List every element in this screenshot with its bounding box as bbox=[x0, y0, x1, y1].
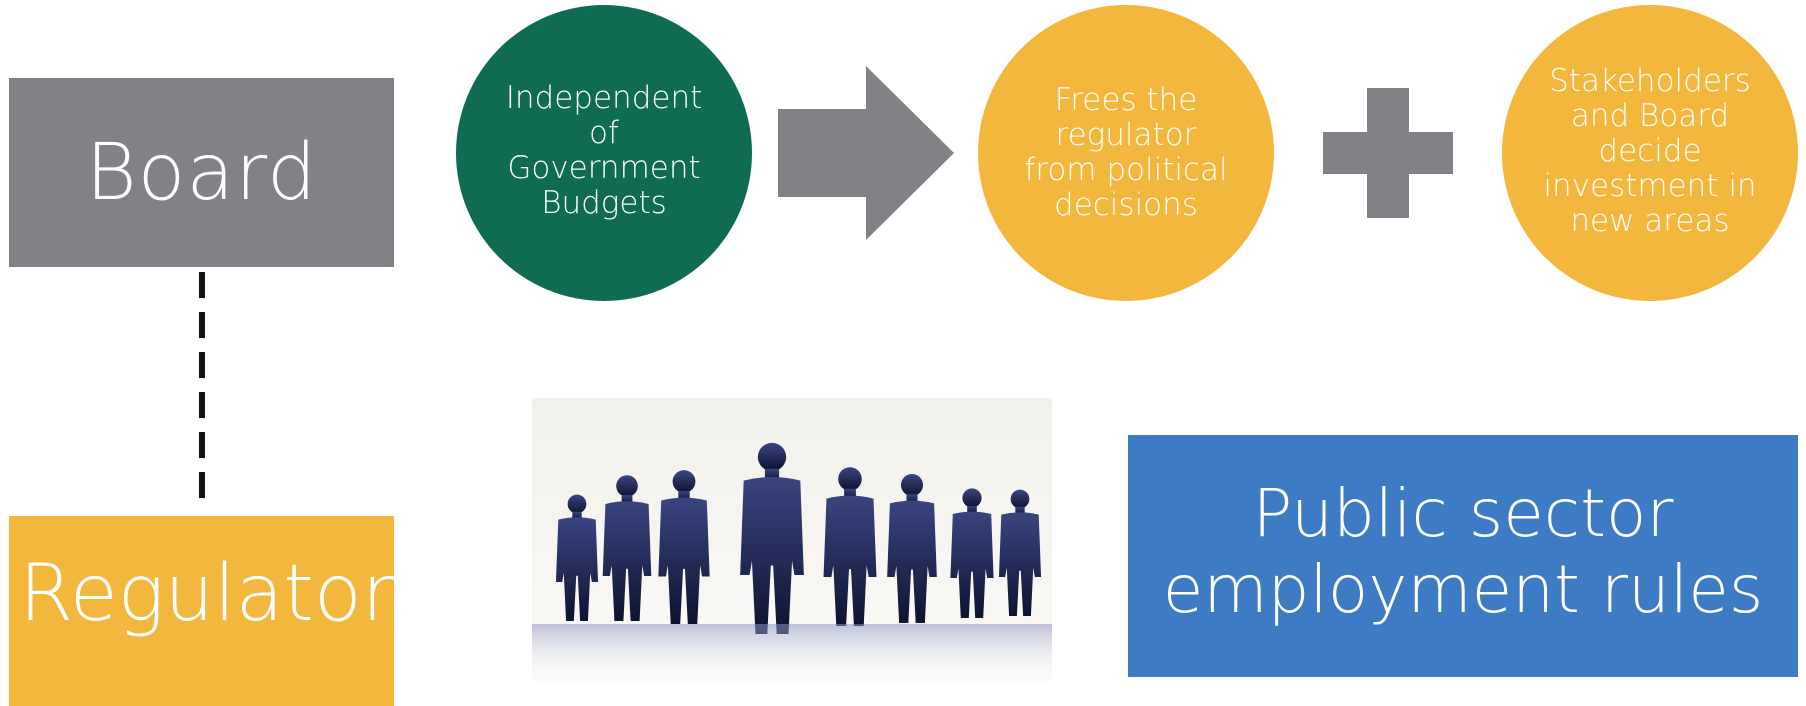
plus-icon bbox=[1323, 88, 1453, 218]
budgets-text: Independent of Government Budgets bbox=[505, 80, 703, 221]
board-label: Board bbox=[85, 127, 318, 218]
right-arrow-icon bbox=[778, 66, 954, 240]
employment-rules-box: Public sector employment rules bbox=[1128, 435, 1798, 677]
employment-rules-text: Public sector employment rules bbox=[1162, 475, 1764, 628]
frees-text: Frees the regulator from political decis… bbox=[1024, 82, 1228, 223]
budgets-circle: Independent of Government Budgets bbox=[456, 5, 752, 301]
board-box: Board bbox=[9, 78, 394, 267]
stakeholders-circle: Stakeholders and Board decide investment… bbox=[1502, 5, 1798, 301]
frees-circle: Frees the regulator from political decis… bbox=[978, 5, 1274, 301]
stakeholders-text: Stakeholders and Board decide investment… bbox=[1543, 62, 1757, 239]
regulator-label: Regulator bbox=[19, 549, 394, 639]
dashed-connector bbox=[199, 272, 205, 512]
regulator-box: Regulator bbox=[9, 516, 394, 706]
business-people-silhouette-image bbox=[532, 398, 1052, 681]
